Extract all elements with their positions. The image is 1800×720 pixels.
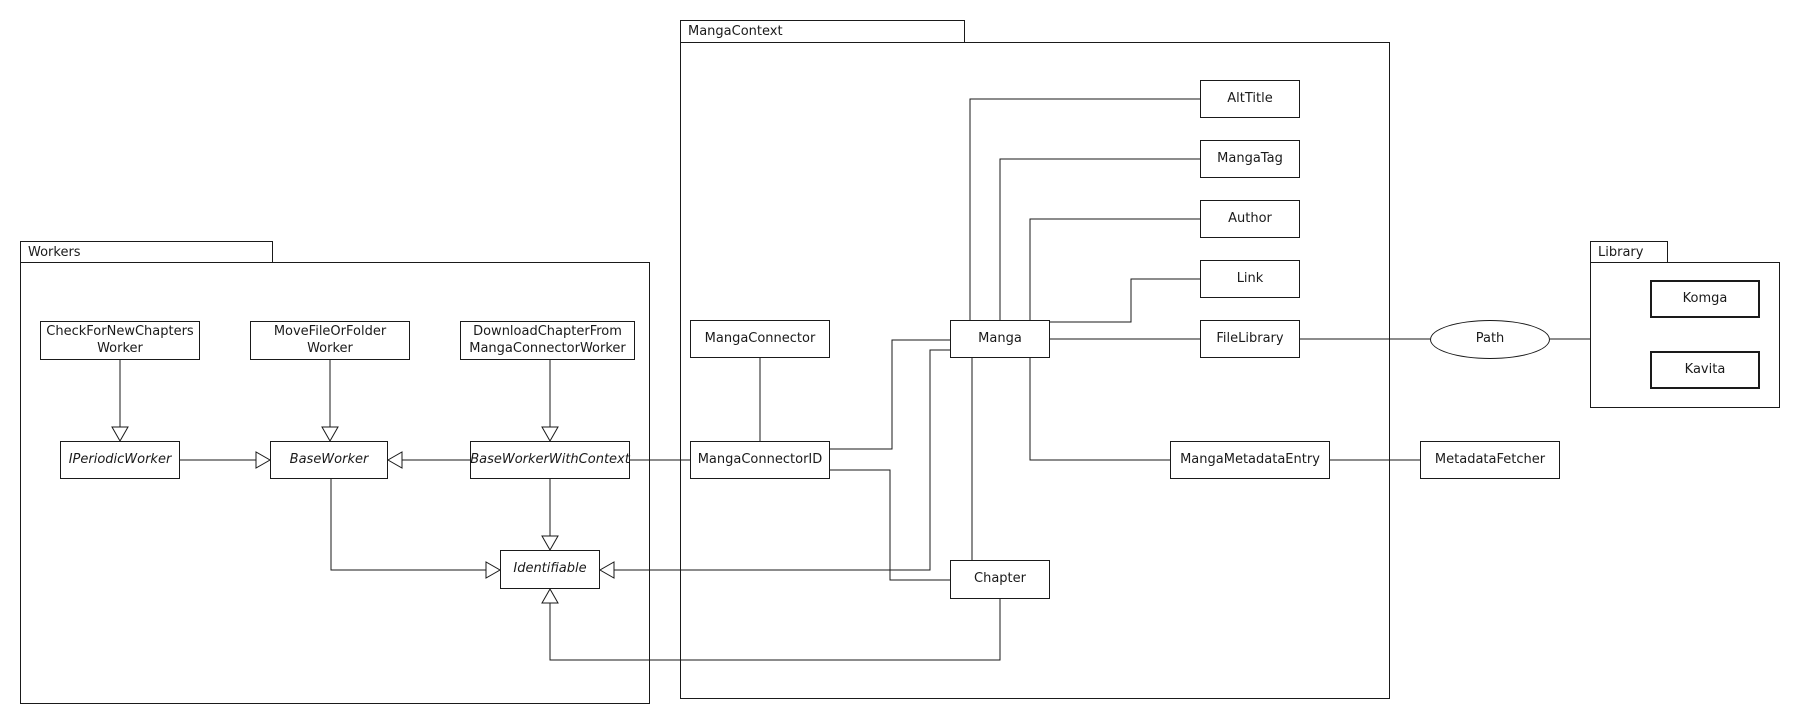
edge-checkfornewchaptersworker-iperiodicworker (111, 360, 129, 443)
class-movefileorfolderworker: MoveFileOrFolder Worker (250, 321, 410, 360)
package-workers-label: Workers (28, 244, 81, 260)
package-library-tab: Library (1590, 241, 1668, 263)
edge-chapter-identifiable (541, 587, 1001, 661)
class-checkfornewchaptersworker: CheckForNewChapters Worker (40, 321, 200, 360)
edge-manga-author (1029, 218, 1200, 320)
package-mangacontext-body (680, 42, 1390, 699)
edge-manga-alttitle (969, 98, 1200, 320)
class-alttitle: AltTitle (1200, 80, 1300, 118)
class-author: Author (1200, 200, 1300, 238)
edge-mangaconnectorid-manga (830, 339, 950, 450)
class-kavita: Kavita (1650, 351, 1760, 389)
edge-downloadchapterworker-baseworkerwithcontext (541, 360, 559, 443)
class-manga: Manga (950, 320, 1050, 358)
edge-baseworkerwithcontext-baseworker (386, 451, 470, 469)
package-workers-tab: Workers (20, 241, 273, 263)
package-workers-body (20, 262, 650, 704)
class-baseworkerwithcontext: BaseWorkerWithContext (470, 441, 630, 479)
edge-iperiodicworker-baseworker (180, 451, 272, 469)
edge-manga-link (1050, 278, 1200, 323)
class-mangaconnectorid: MangaConnectorID (690, 441, 830, 479)
package-library-label: Library (1598, 244, 1644, 260)
class-downloadchapterfrommangaconnectorworker: DownloadChapterFrom MangaConnectorWorker (460, 321, 635, 360)
package-mangacontext-tab: MangaContext (680, 20, 965, 43)
edge-baseworkerwithcontext-identifiable (541, 479, 559, 552)
ellipse-path: Path (1430, 320, 1550, 359)
class-iperiodicworker: IPeriodicWorker (60, 441, 180, 479)
class-chapter: Chapter (950, 560, 1050, 599)
package-library-body (1590, 262, 1780, 408)
edge-mangaconnectorid-chapter (830, 469, 950, 581)
class-baseworker: BaseWorker (270, 441, 388, 479)
class-mangaconnector: MangaConnector (690, 320, 830, 358)
class-mangametadataentry: MangaMetadataEntry (1170, 441, 1330, 479)
edge-manga-identifiable (598, 349, 950, 579)
class-link: Link (1200, 260, 1300, 298)
edge-manga-mangametadataentry (1029, 358, 1170, 461)
edge-movefileorfolderworker-baseworker (321, 360, 339, 443)
edge-baseworker-identifiable (330, 479, 502, 579)
class-filelibrary: FileLibrary (1200, 320, 1300, 358)
class-komga: Komga (1650, 280, 1760, 318)
edge-manga-mangatag (999, 158, 1200, 320)
class-identifiable: Identifiable (500, 550, 600, 589)
class-metadatafetcher: MetadataFetcher (1420, 441, 1560, 479)
class-mangatag: MangaTag (1200, 140, 1300, 178)
package-mangacontext-label: MangaContext (688, 24, 783, 39)
